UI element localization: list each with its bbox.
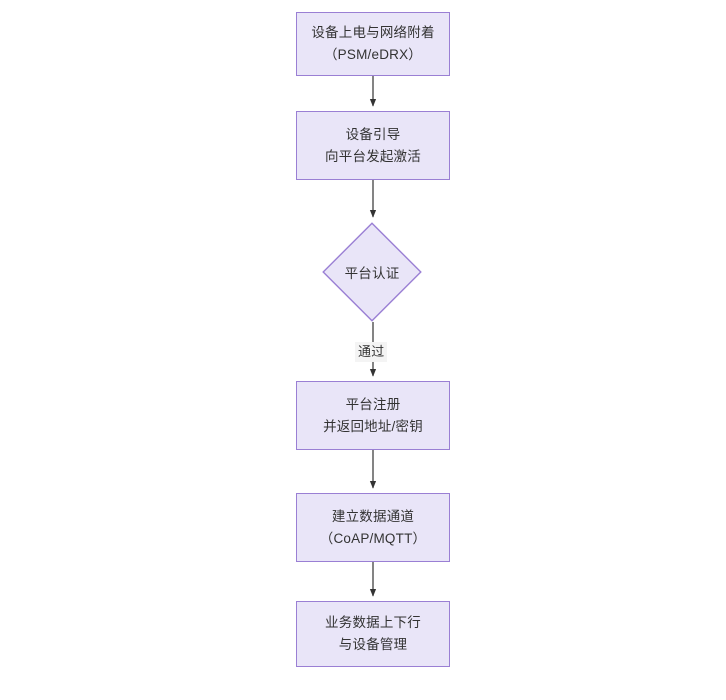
node-data-channel-line-2: （CoAP/MQTT） (319, 530, 427, 546)
node-platform-register-line-1: 平台注册 (345, 396, 401, 412)
edge-label-pass: 通过 (355, 342, 388, 363)
node-business-data[interactable]: 业务数据上下行 与设备管理 (296, 601, 450, 667)
node-business-data-line-1: 业务数据上下行 (325, 615, 421, 631)
diamond-shape (322, 222, 422, 322)
node-business-data-line-2: 与设备管理 (338, 637, 408, 652)
node-bootstrap-line-1: 设备引导 (345, 126, 401, 142)
node-power-on-line-2: （PSM/eDRX） (323, 47, 423, 62)
node-platform-register-line-2: 并返回地址/密钥 (323, 418, 423, 434)
node-data-channel[interactable]: 建立数据通道 （CoAP/MQTT） (296, 493, 450, 562)
node-power-on[interactable]: 设备上电与网络附着 （PSM/eDRX） (296, 12, 450, 76)
node-data-channel-line-1: 建立数据通道 (331, 508, 415, 524)
node-bootstrap[interactable]: 设备引导 向平台发起激活 (296, 111, 450, 180)
node-platform-register[interactable]: 平台注册 并返回地址/密钥 (296, 381, 450, 450)
node-bootstrap-line-2: 向平台发起激活 (325, 148, 421, 164)
node-platform-auth[interactable]: 平台认证 (322, 222, 422, 322)
node-power-on-line-1: 设备上电与网络附着 (311, 25, 435, 41)
node-platform-auth-label: 平台认证 (344, 266, 400, 281)
